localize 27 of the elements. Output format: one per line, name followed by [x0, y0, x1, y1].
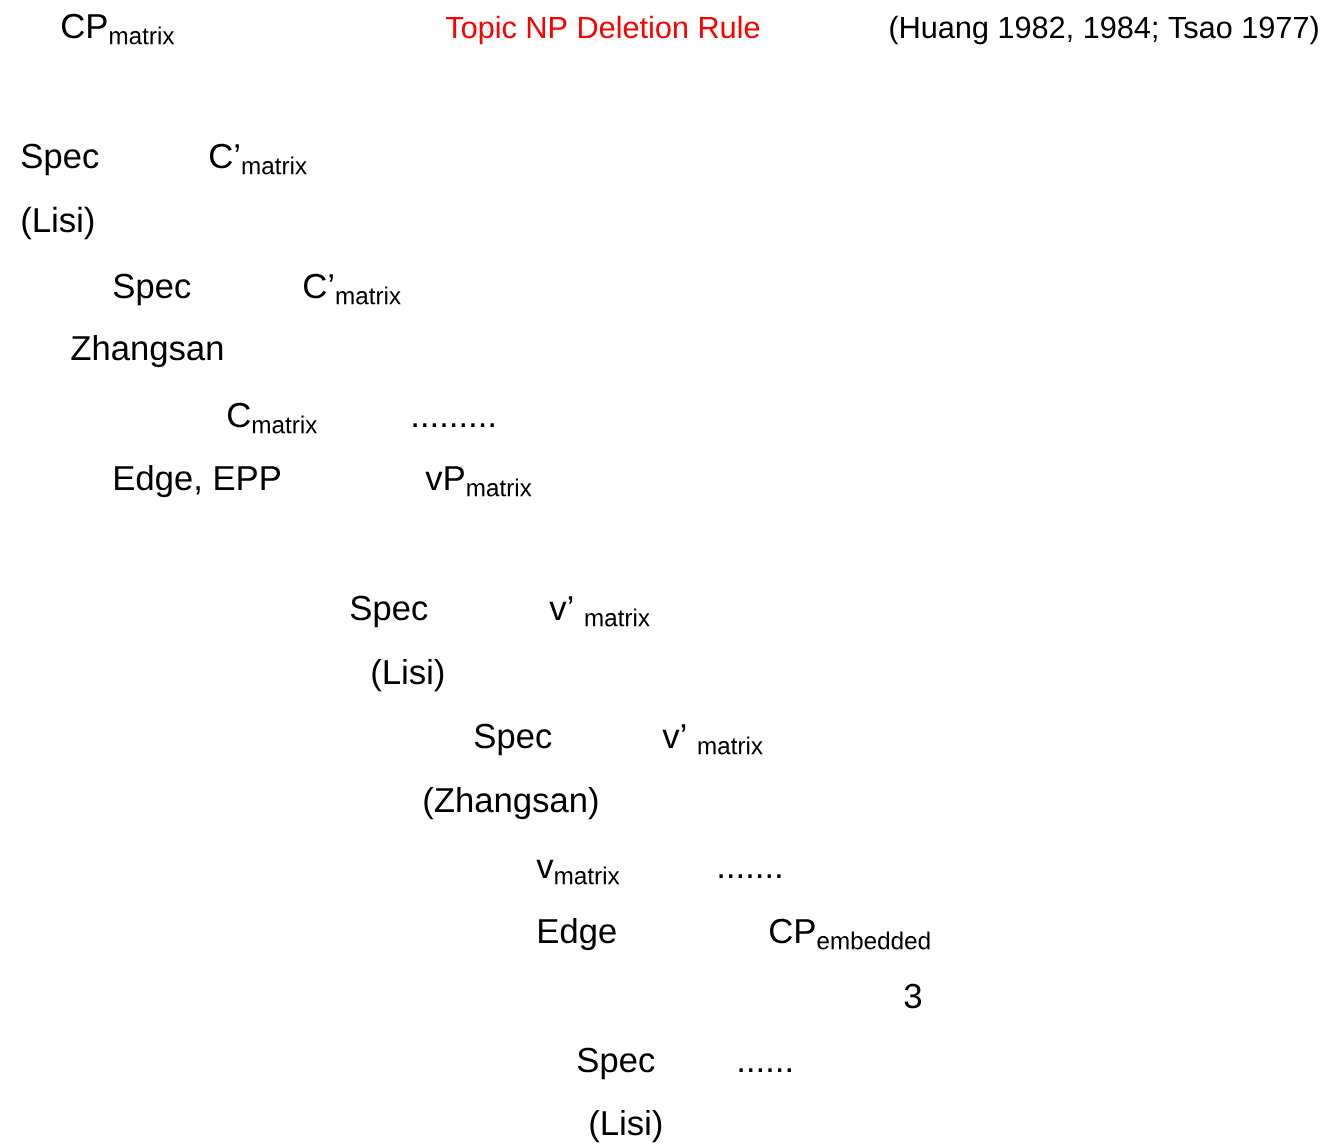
node-label: Zhangsan: [71, 334, 223, 368]
node-label: (Lisi): [372, 658, 444, 692]
node-label: Spec: [474, 723, 552, 756]
node-label: C$_{matrix}$: [228, 402, 318, 434]
ellipsis: .......: [719, 874, 781, 878]
node-label: C’$_{matrix}$: [210, 143, 307, 175]
node-label: v$_{matrix}$: [536, 859, 620, 885]
node-label: (Lisi): [22, 206, 94, 240]
node-label: Spec: [113, 273, 191, 306]
node-label: Edge, EPP: [115, 464, 280, 498]
node-label: v’ $_{matrix}$: [549, 596, 650, 627]
node-label: CP$_{matrix}$: [62, 13, 175, 45]
node-label: C’$_{matrix}$: [304, 273, 401, 305]
number-label: 3: [904, 983, 922, 1009]
ellipsis: ......: [739, 1068, 791, 1072]
title: Topic NP Deletion Rule: [445, 15, 760, 45]
node-label: Spec: [350, 595, 428, 628]
ellipsis: .........: [413, 423, 494, 427]
node-label: vP$_{matrix}$: [425, 466, 532, 497]
node-label: Edge: [539, 917, 616, 951]
node-label: (Lisi): [590, 1109, 662, 1143]
node-label: Spec: [577, 1047, 655, 1080]
node-label: CP$_{embedded}$: [770, 918, 930, 950]
node-label: Spec: [21, 143, 99, 176]
node-label: (Zhangsan): [424, 786, 598, 820]
node-label: v’ $_{matrix}$: [662, 724, 763, 755]
citation: (Huang 1982, 1984; Tsao 1977): [890, 15, 1318, 45]
